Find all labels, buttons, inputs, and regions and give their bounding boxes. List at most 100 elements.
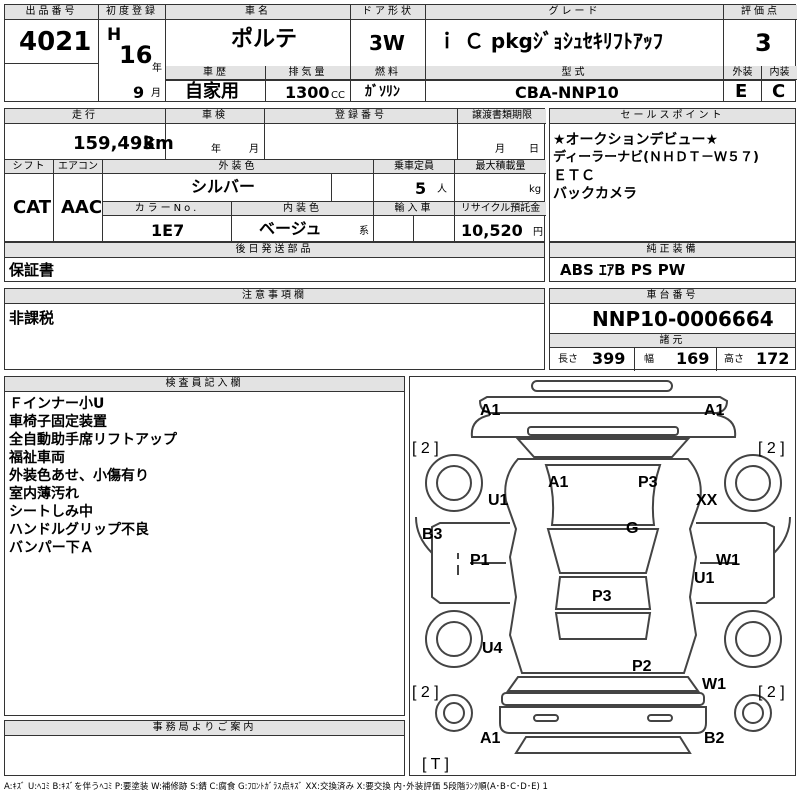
- reg-no-label: 登録番号: [265, 109, 457, 124]
- damage-diagram: A1 A1 [ 2 ] [ 2 ] A1 P3 U1 XX G B3 P1 W1…: [409, 376, 796, 776]
- aircon-label: エアコン: [54, 160, 102, 174]
- shift-label: シフト: [5, 160, 53, 174]
- mark-interior: P3: [592, 588, 612, 605]
- model-code: CBA-NNP10: [515, 83, 619, 102]
- import-label: 輸入車: [374, 202, 454, 216]
- door-type-label: ドア形状: [351, 5, 425, 20]
- specs-label: 諸元: [550, 333, 795, 348]
- height-value: 172: [756, 349, 790, 368]
- first-reg-year: 16: [119, 41, 153, 69]
- width-value: 169: [676, 349, 710, 368]
- interior-grade: C: [772, 81, 786, 102]
- inspection-year-unit: 年: [211, 144, 221, 155]
- sales-points-list: ★オークションデビュー★ ディーラーナビ(ＮＨＤＴ－Ｗ５７) ＥＴＣ バックカメ…: [553, 131, 759, 203]
- inspector-block: 検査員記入欄 Ｆインナー小U 車椅子固定装置 全自動助手席リフトアップ 福祉車両…: [4, 376, 405, 716]
- inspector-item: 外装色あせ、小傷有り: [9, 468, 149, 484]
- mark-quarter-right: W1: [702, 676, 726, 693]
- car-outline-diagram: [415, 380, 791, 754]
- displacement-value: 1300: [285, 83, 330, 102]
- mileage-unit: km: [143, 133, 174, 154]
- office-block: 事務局よりご案内: [4, 720, 405, 776]
- fuel-label: 燃料: [351, 66, 425, 80]
- ext-color-value: シルバー: [191, 177, 256, 196]
- mark-rear-left: A1: [480, 730, 501, 747]
- factory-equipment-label: 純正装備: [550, 243, 795, 258]
- notes-value: 非課税: [9, 309, 55, 327]
- first-reg-label: 初度登録: [99, 5, 165, 20]
- mark-roof: G: [626, 520, 639, 537]
- fuel-value: ｶﾞｿﾘﾝ: [365, 84, 400, 100]
- sales-point-item: バックカメラ: [553, 186, 637, 202]
- mark-door-left: P1: [470, 552, 490, 569]
- inspector-item: 全自動助手席リフトアップ: [9, 432, 177, 448]
- office-label: 事務局よりご案内: [5, 721, 404, 736]
- length-value: 399: [592, 349, 626, 368]
- later-parts-block: 後日発送部品 保証書: [4, 242, 545, 282]
- mark-side-left: B3: [422, 526, 443, 543]
- exterior-label: 外装: [724, 66, 761, 80]
- mileage-value: 159,493: [73, 133, 155, 154]
- mark-hood-left: A1: [548, 474, 569, 491]
- int-color-value: ベージュ: [259, 219, 322, 238]
- sales-point-item: ＥＴＣ: [553, 168, 595, 184]
- inspector-item: シートしみ中: [9, 504, 93, 520]
- transfer-month-unit: 月: [495, 144, 505, 155]
- mark-bottom: [ T ]: [422, 756, 449, 773]
- door-type: 3W: [369, 31, 405, 55]
- inspector-label: 検査員記入欄: [5, 377, 404, 392]
- inspector-item: 室内薄汚れ: [9, 486, 79, 502]
- factory-equipment-value: ABS ｴｱB PS PW: [560, 261, 686, 279]
- mark-bracket-br: [ 2 ]: [758, 684, 785, 701]
- length-label: 長さ: [558, 354, 578, 365]
- lot-number: 4021: [19, 27, 92, 57]
- inspector-item: 福祉車両: [9, 450, 65, 466]
- car-name-label: 車名: [166, 5, 350, 20]
- inspection-month-unit: 月: [249, 144, 259, 155]
- car-name: ポルテ: [231, 27, 298, 52]
- mark-bracket-tl: [ 2 ]: [412, 440, 439, 457]
- inspector-item: ハンドルグリップ不良: [9, 522, 149, 538]
- chassis-block: 車台番号 NNP10-0006664 諸元 長さ 399 幅 169 高さ 17…: [549, 288, 796, 371]
- first-reg-month: 9: [133, 83, 145, 102]
- factory-equipment-block: 純正装備 ABS ｴｱB PS PW: [549, 242, 796, 282]
- lot-no-label: 出品番号: [5, 5, 98, 20]
- height-label: 高さ: [724, 354, 744, 365]
- shift-value: CAT: [13, 197, 52, 218]
- mark-rear-right: B2: [704, 730, 725, 747]
- width-label: 幅: [644, 354, 654, 365]
- capacity-value: 5: [415, 179, 427, 198]
- month-unit: 月: [151, 88, 161, 99]
- sales-point-item: ディーラーナビ(ＮＨＤＴ－Ｗ５７): [553, 150, 759, 165]
- color-no-label: カラーNo.: [103, 202, 231, 216]
- mark-front-left: A1: [480, 402, 501, 419]
- recycle-label: リサイクル預託金: [455, 202, 546, 216]
- score-value: 3: [755, 29, 772, 57]
- inspector-item: 車椅子固定装置: [9, 414, 107, 430]
- notes-block: 注意事項欄 非課税: [4, 288, 545, 370]
- grade-value: ｉ Ｃ pkgｼﾞｮｼｭｾｷﾘﾌﾄｱｯﾌ: [437, 29, 663, 53]
- inspector-item: バンパー下Ａ: [9, 540, 94, 556]
- interior-label: 内装: [762, 66, 797, 80]
- ext-color-label: 外装色: [103, 160, 373, 174]
- mark-front-right: A1: [704, 402, 725, 419]
- sales-point-item: ★オークションデビュー★: [553, 132, 719, 148]
- max-load-label: 最大積載量: [455, 160, 546, 174]
- later-parts-label: 後日発送部品: [5, 243, 544, 258]
- kg-unit: kg: [529, 184, 542, 195]
- mark-hood-right: P3: [638, 474, 658, 491]
- mark-fender-left: U1: [488, 492, 509, 509]
- recycle-value: 10,520: [461, 221, 523, 240]
- transfer-day-unit: 日: [529, 144, 539, 155]
- chassis-label: 車台番号: [550, 289, 795, 304]
- year-unit: 年: [152, 63, 162, 74]
- score-label: 評価点: [724, 5, 797, 20]
- damage-legend: A:ｷｽﾞ U:ﾍｺﾐ B:ｷｽﾞを伴うﾍｺﾐ P:要塗装 W:補修跡 S:錆 …: [4, 782, 548, 792]
- int-color-label: 内装色: [232, 202, 373, 216]
- mark-quarter-left: U4: [482, 640, 503, 657]
- later-parts-value: 保証書: [9, 261, 55, 279]
- exterior-grade: E: [735, 81, 748, 102]
- mark-trunk: P2: [632, 658, 652, 675]
- model-code-label: 型式: [426, 66, 723, 80]
- color-no-value: 1E7: [151, 221, 185, 240]
- notes-label: 注意事項欄: [5, 289, 544, 304]
